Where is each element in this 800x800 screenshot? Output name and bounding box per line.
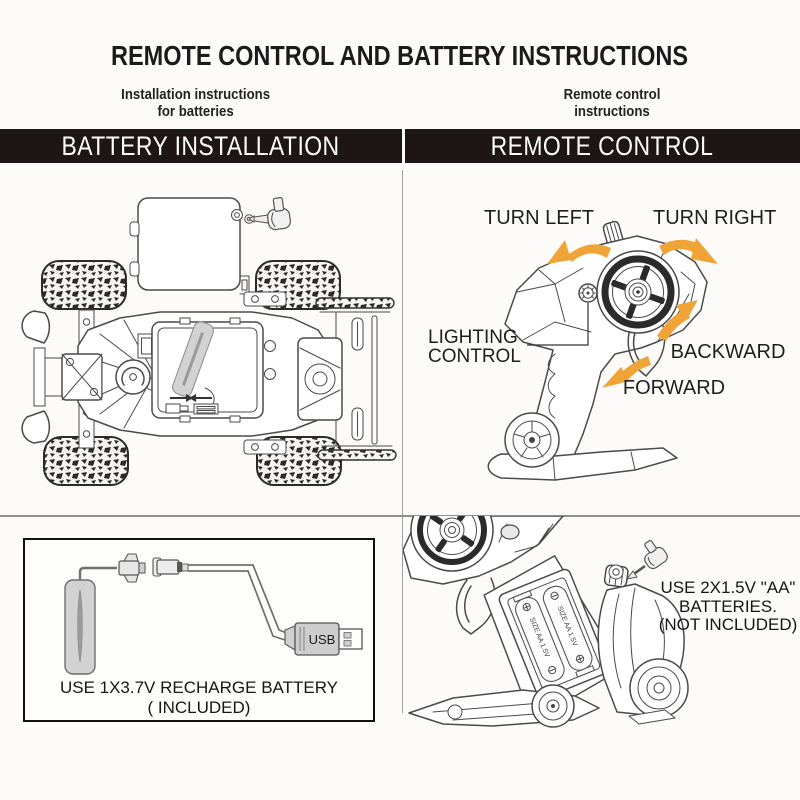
lipo-battery-icon xyxy=(64,579,96,675)
rear-axle-assembly xyxy=(297,297,397,461)
battery-installation-header: BATTERY INSTALLATION xyxy=(0,129,402,163)
steering-wheel-icon xyxy=(596,250,680,334)
tire-icon xyxy=(41,260,127,310)
section-divider xyxy=(0,515,800,517)
lighting-control-label: LIGHTING CONTROL xyxy=(428,327,521,367)
lighting-leader-line xyxy=(527,303,589,346)
battery-subtitle: Installation instructions for batteries xyxy=(121,86,271,120)
turn-right-arrow-icon xyxy=(659,238,718,264)
battery-cover-lid-icon xyxy=(129,197,250,295)
car-battery-compartment xyxy=(151,317,276,423)
steering-wheel-icon xyxy=(410,516,494,572)
front-bumper xyxy=(21,310,151,444)
battery-cover-piece xyxy=(597,564,689,725)
page-title-text: REMOTE CONTROL AND BATTERY INSTRUCTIONS xyxy=(111,40,689,71)
battery-wire xyxy=(78,566,117,580)
remote-control-header: REMOTE CONTROL xyxy=(405,129,800,163)
turn-left-label: TURN LEFT xyxy=(484,207,594,229)
forward-arrow-icon xyxy=(602,356,651,388)
cover-wheel-icon xyxy=(629,658,689,718)
charge-cable-drawing: USB xyxy=(64,553,363,675)
backward-arrow-icon xyxy=(657,300,698,341)
thumb-screw-icon xyxy=(248,197,291,231)
usb-label: USB xyxy=(309,632,336,647)
turn-left-arrow-icon xyxy=(547,240,611,264)
charge-battery-caption: USE 1X3.7V RECHARGE BATTERY ( INCLUDED) xyxy=(59,678,339,717)
connector-plugs-icon xyxy=(165,403,219,415)
usb-plug-icon: USB xyxy=(284,622,363,656)
light-button-icon xyxy=(578,283,598,303)
forward-label: FORWARD xyxy=(622,377,726,399)
trigger-icon xyxy=(455,577,496,635)
usb-cable-wires xyxy=(188,564,290,641)
car-battery-icon xyxy=(172,321,214,397)
connector-male-icon xyxy=(118,553,146,583)
aa-battery-caption: USE 2X1.5V "AA" BATTERIES. (NOT INCLUDED… xyxy=(658,578,798,634)
connector-female-icon xyxy=(152,557,189,577)
turn-right-label: TURN RIGHT xyxy=(653,207,777,229)
aa-battery-icon: SIZE AA 1.5V xyxy=(515,596,565,682)
trigger-icon xyxy=(627,319,666,377)
transmitter-drawing xyxy=(487,220,718,481)
remote-battery-drawing: SIZE AA 1.5V SIZE AA 1.5V xyxy=(403,516,689,728)
charge-battery-panel: USB USE 1X3.7V RECHARGE BATTERY ( INCLUD… xyxy=(23,538,375,722)
column-divider-top xyxy=(402,170,403,515)
remote-battery-diagram: SIZE AA 1.5V SIZE AA 1.5V xyxy=(403,516,800,750)
remote-subtitle: Remote control instructions xyxy=(563,86,661,120)
base-wheel-icon xyxy=(504,412,560,468)
aa-battery-icon: SIZE AA 1.5V xyxy=(542,585,593,671)
backward-label: BACKWARD xyxy=(670,341,786,363)
column-divider-bottom xyxy=(402,517,403,713)
remote-control-diagram: TURN LEFT TURN RIGHT LIGHTING CONTROL BA… xyxy=(405,172,800,516)
battery-installation-diagram xyxy=(0,172,400,504)
page-title: REMOTE CONTROL AND BATTERY INSTRUCTIONS xyxy=(0,40,800,72)
plug-direction-arrows xyxy=(170,394,212,402)
base-wheel-icon xyxy=(531,684,575,728)
car-chassis-drawing xyxy=(21,197,397,486)
thumb-screw-icon xyxy=(625,539,668,580)
